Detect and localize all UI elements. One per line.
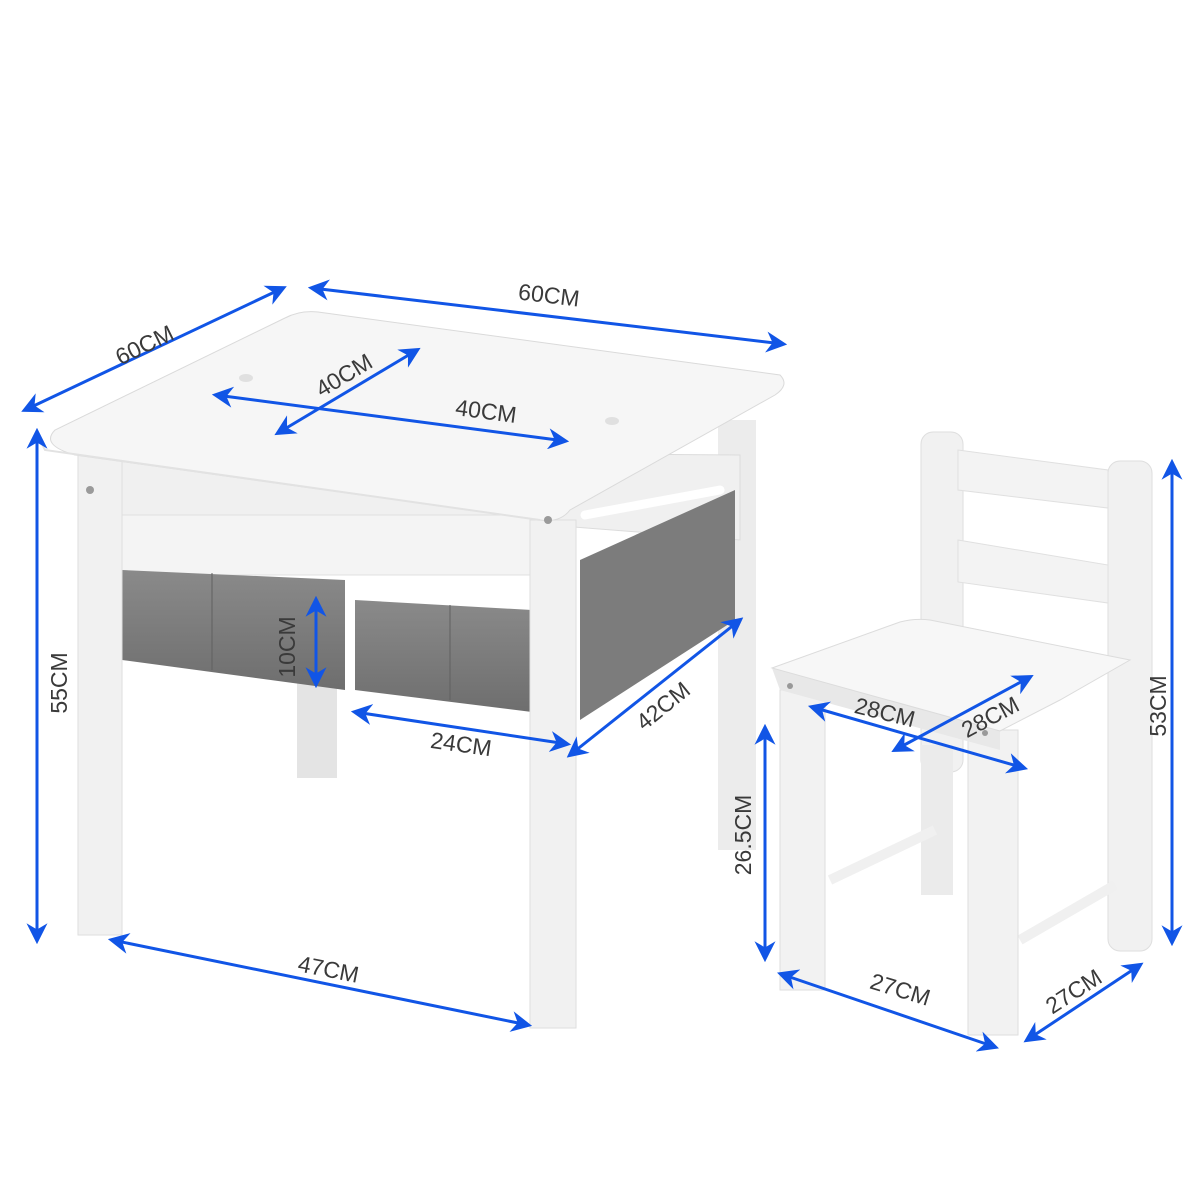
storage-bin-left bbox=[122, 570, 345, 690]
lid-knob bbox=[605, 417, 619, 425]
label-seat-height: 26.5CM bbox=[730, 795, 756, 876]
label-bin-depth: 42CM bbox=[631, 676, 695, 735]
label-table-width: 60CM bbox=[517, 279, 581, 312]
dim-line-chair-base-width bbox=[777, 969, 999, 1052]
chair-back-slat-top bbox=[957, 449, 1109, 509]
dim-line-lid-width bbox=[211, 386, 570, 450]
dim-line-table-width bbox=[307, 279, 788, 353]
dim-line-bin-width bbox=[350, 704, 572, 752]
dim-line-leg-span bbox=[107, 933, 533, 1032]
label-leg-span: 47CM bbox=[296, 951, 361, 988]
label-chair-height: 53CM bbox=[1145, 675, 1171, 736]
dim-line-table-depth bbox=[21, 285, 287, 413]
chair-front-right-leg bbox=[967, 729, 1019, 1036]
label-table-height: 55CM bbox=[46, 652, 72, 713]
label-table-depth: 60CM bbox=[111, 320, 178, 370]
dim-line-chair-base-depth bbox=[1023, 962, 1144, 1043]
table-illustration bbox=[39, 311, 785, 1029]
chair-back-slat-bottom bbox=[957, 539, 1109, 604]
label-chair-base-width: 27CM bbox=[867, 968, 933, 1011]
lid-knob bbox=[239, 374, 253, 382]
label-bin-height: 10CM bbox=[274, 616, 300, 677]
table-left-front-leg bbox=[77, 449, 123, 936]
chair-back-leg bbox=[921, 745, 953, 895]
chair-front-left-leg bbox=[779, 689, 826, 991]
dimension-lines bbox=[21, 279, 1183, 1052]
table-right-front-leg bbox=[529, 519, 577, 1029]
bin-handle bbox=[580, 485, 725, 520]
table-front-rail bbox=[109, 514, 541, 576]
chair-back-right-post bbox=[1107, 460, 1153, 952]
chair-seat bbox=[770, 618, 1132, 732]
chair-illustration bbox=[770, 431, 1153, 1036]
dim-line-seat-depth bbox=[891, 675, 1034, 752]
storage-bin-center bbox=[355, 600, 532, 712]
dim-line-bin-depth bbox=[566, 617, 744, 758]
